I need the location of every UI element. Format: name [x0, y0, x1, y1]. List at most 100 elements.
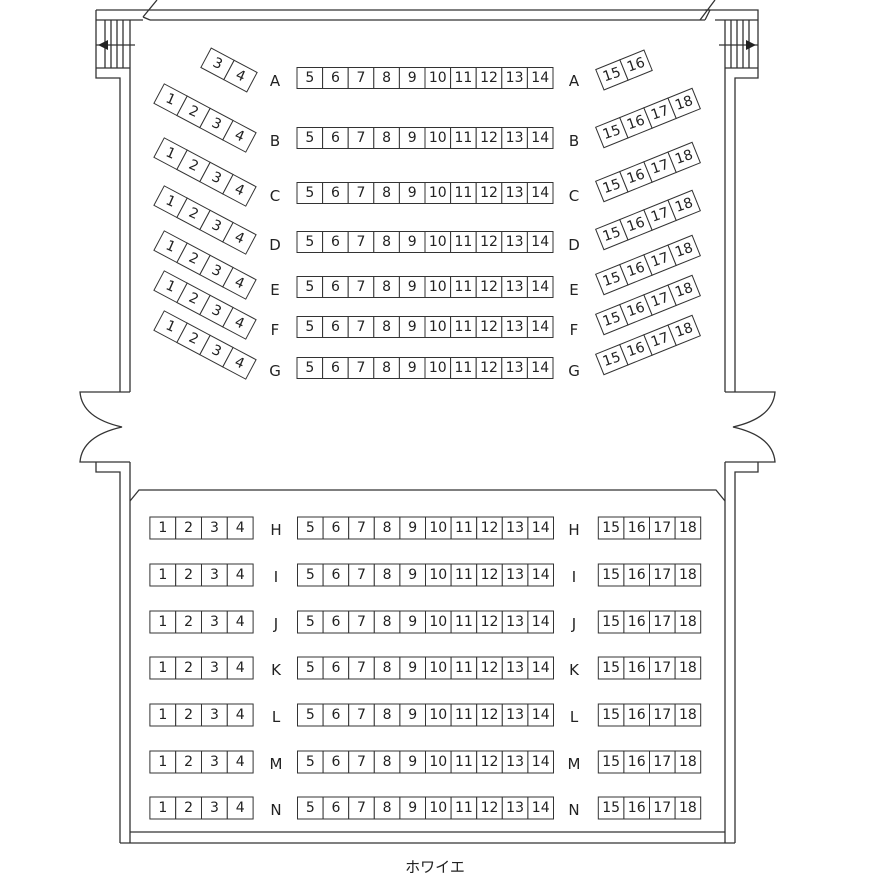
seat-M-5[interactable]: 5 [297, 750, 324, 774]
seat-E-12[interactable]: 12 [475, 276, 503, 298]
seat-N-17[interactable]: 17 [649, 796, 676, 820]
right-exit[interactable] [719, 40, 758, 50]
seat-B-12[interactable]: 12 [475, 127, 503, 149]
seat-F-11[interactable]: 11 [450, 316, 477, 338]
seat-C-1[interactable]: 1 [153, 137, 188, 171]
seat-N-6[interactable]: 6 [322, 796, 350, 820]
seat-L-16[interactable]: 16 [623, 703, 650, 727]
seat-D-17[interactable]: 17 [643, 199, 677, 231]
seat-C-16[interactable]: 16 [619, 161, 653, 193]
seat-K-14[interactable]: 14 [527, 656, 555, 680]
seat-E-3[interactable]: 3 [199, 254, 234, 288]
seat-K-2[interactable]: 2 [175, 656, 202, 680]
seat-H-10[interactable]: 10 [425, 516, 452, 540]
seat-G-10[interactable]: 10 [424, 357, 452, 379]
seat-D-11[interactable]: 11 [450, 231, 477, 253]
seat-J-11[interactable]: 11 [450, 610, 478, 634]
seat-M-6[interactable]: 6 [322, 750, 350, 774]
seat-E-9[interactable]: 9 [398, 276, 426, 298]
seat-L-1[interactable]: 1 [149, 703, 177, 727]
seat-H-11[interactable]: 11 [450, 516, 478, 540]
seat-L-13[interactable]: 13 [501, 703, 529, 727]
seat-A-4[interactable]: 4 [223, 59, 258, 93]
seat-D-13[interactable]: 13 [501, 231, 528, 253]
seat-K-4[interactable]: 4 [226, 656, 254, 680]
seat-D-5[interactable]: 5 [296, 231, 324, 253]
seat-A-10[interactable]: 10 [424, 67, 452, 89]
seat-J-14[interactable]: 14 [527, 610, 555, 634]
seat-F-16[interactable]: 16 [619, 294, 653, 326]
seat-J-13[interactable]: 13 [501, 610, 529, 634]
seat-M-16[interactable]: 16 [623, 750, 650, 774]
seat-A-11[interactable]: 11 [450, 67, 477, 89]
seat-G-5[interactable]: 5 [296, 357, 324, 379]
seat-K-18[interactable]: 18 [674, 656, 702, 680]
seat-F-4[interactable]: 4 [222, 306, 257, 340]
seat-H-1[interactable]: 1 [149, 516, 177, 540]
seat-H-3[interactable]: 3 [201, 516, 228, 540]
seat-J-12[interactable]: 12 [476, 610, 503, 634]
seat-L-12[interactable]: 12 [476, 703, 503, 727]
seat-E-2[interactable]: 2 [176, 242, 211, 276]
seat-L-4[interactable]: 4 [226, 703, 254, 727]
seat-E-14[interactable]: 14 [526, 276, 554, 298]
seat-A-7[interactable]: 7 [347, 67, 375, 89]
seat-K-5[interactable]: 5 [297, 656, 324, 680]
seat-I-2[interactable]: 2 [175, 563, 202, 587]
seat-D-3[interactable]: 3 [199, 209, 234, 243]
seat-B-1[interactable]: 1 [153, 83, 188, 117]
seat-F-18[interactable]: 18 [667, 274, 701, 307]
seat-B-7[interactable]: 7 [347, 127, 375, 149]
seat-D-8[interactable]: 8 [373, 231, 400, 253]
seat-F-8[interactable]: 8 [373, 316, 400, 338]
seat-M-14[interactable]: 14 [527, 750, 555, 774]
seat-L-7[interactable]: 7 [348, 703, 375, 727]
seat-J-3[interactable]: 3 [201, 610, 228, 634]
seat-C-5[interactable]: 5 [296, 182, 324, 204]
left-exit[interactable] [96, 40, 135, 50]
seat-E-15[interactable]: 15 [595, 263, 629, 296]
seat-A-12[interactable]: 12 [475, 67, 503, 89]
seat-G-7[interactable]: 7 [347, 357, 375, 379]
seat-L-3[interactable]: 3 [201, 703, 228, 727]
seat-F-9[interactable]: 9 [398, 316, 426, 338]
seat-N-4[interactable]: 4 [226, 796, 254, 820]
seat-G-12[interactable]: 12 [475, 357, 503, 379]
seat-C-2[interactable]: 2 [176, 149, 211, 183]
seat-E-17[interactable]: 17 [643, 244, 677, 276]
seat-F-5[interactable]: 5 [296, 316, 324, 338]
seat-F-13[interactable]: 13 [501, 316, 528, 338]
seat-J-17[interactable]: 17 [649, 610, 676, 634]
seat-L-17[interactable]: 17 [649, 703, 676, 727]
seat-D-10[interactable]: 10 [424, 231, 452, 253]
seat-H-8[interactable]: 8 [373, 516, 401, 540]
seat-N-2[interactable]: 2 [175, 796, 202, 820]
seat-E-16[interactable]: 16 [619, 254, 653, 286]
seat-I-13[interactable]: 13 [501, 563, 529, 587]
seat-M-3[interactable]: 3 [201, 750, 228, 774]
seat-B-8[interactable]: 8 [373, 127, 400, 149]
seat-L-6[interactable]: 6 [322, 703, 350, 727]
seat-A-3[interactable]: 3 [200, 47, 235, 81]
seat-H-16[interactable]: 16 [623, 516, 650, 540]
seat-L-8[interactable]: 8 [373, 703, 401, 727]
seat-N-3[interactable]: 3 [201, 796, 228, 820]
seat-F-6[interactable]: 6 [322, 316, 349, 338]
seat-B-15[interactable]: 15 [595, 116, 629, 149]
seat-N-7[interactable]: 7 [348, 796, 375, 820]
seat-J-1[interactable]: 1 [149, 610, 177, 634]
seat-I-1[interactable]: 1 [149, 563, 177, 587]
seat-H-5[interactable]: 5 [297, 516, 324, 540]
seat-J-4[interactable]: 4 [226, 610, 254, 634]
seat-B-5[interactable]: 5 [296, 127, 324, 149]
seat-L-14[interactable]: 14 [527, 703, 555, 727]
seat-C-12[interactable]: 12 [475, 182, 503, 204]
seat-H-2[interactable]: 2 [175, 516, 202, 540]
seat-E-7[interactable]: 7 [347, 276, 375, 298]
seat-C-11[interactable]: 11 [450, 182, 477, 204]
seat-I-3[interactable]: 3 [201, 563, 228, 587]
seat-F-3[interactable]: 3 [199, 294, 234, 328]
seat-C-14[interactable]: 14 [526, 182, 554, 204]
seat-I-4[interactable]: 4 [226, 563, 254, 587]
seat-J-2[interactable]: 2 [175, 610, 202, 634]
